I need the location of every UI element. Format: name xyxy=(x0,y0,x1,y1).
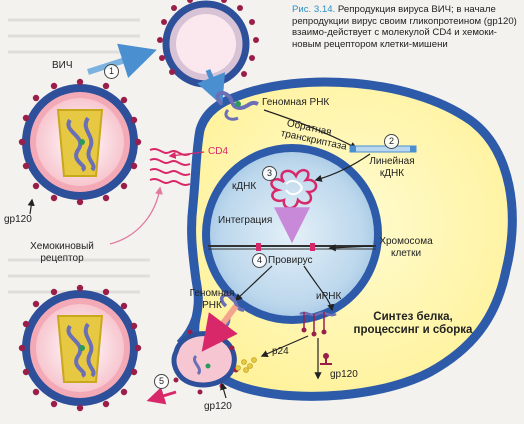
figure-caption: Рис. 3.14. Репродукция вируса ВИЧ; в нач… xyxy=(292,4,520,50)
step-5-marker: 5 xyxy=(154,374,169,389)
label-gp120-left: gp120 xyxy=(4,214,32,225)
label-p24: p24 xyxy=(272,346,289,357)
label-genomic-rna-bottom-2: РНК xyxy=(202,300,222,311)
label-hiv: ВИЧ xyxy=(52,60,73,71)
genomic-rna-entry xyxy=(215,91,259,111)
label-chemokine-2: рецептор xyxy=(40,253,84,264)
figure-number: Рис. 3.14. xyxy=(292,4,336,15)
linear-cdna xyxy=(349,145,417,153)
label-synthesis-1: Синтез белка, xyxy=(373,311,453,323)
step-2-marker: 2 xyxy=(384,134,399,149)
mrna-translation xyxy=(299,311,337,337)
label-gp120-bottom: gp120 xyxy=(204,401,232,412)
label-cd4: CD4 xyxy=(208,146,229,157)
label-chromosome-2: клетки xyxy=(390,248,422,259)
cdna-squiggle xyxy=(270,168,318,210)
label-genomic-rna-top: Геномная РНК xyxy=(262,97,330,108)
label-integration: Интеграция xyxy=(218,215,273,226)
label-provirus: Провирус xyxy=(268,255,313,266)
step-4-marker: 4 xyxy=(252,253,267,268)
mature-virion xyxy=(18,284,142,412)
label-linear-dna-2: кДНК xyxy=(379,168,405,179)
label-chemokine-1: Хемокиновый xyxy=(30,241,94,252)
bound-virion xyxy=(18,78,142,206)
label-cdna: кДНК xyxy=(232,181,257,192)
entering-virion xyxy=(157,0,259,88)
caption-text: Репродукция вируса ВИЧ; в начале репроду… xyxy=(292,4,517,50)
label-mrna: иРНК xyxy=(316,291,342,302)
label-gp120-right: gp120 xyxy=(330,369,358,380)
step-3-marker: 3 xyxy=(262,166,277,181)
label-genomic-rna-bottom-1: Геномная xyxy=(189,288,235,299)
label-chromosome-1: Хромосома xyxy=(379,236,433,247)
step-1-marker: 1 xyxy=(104,64,119,79)
label-linear-dna-1: Линейная xyxy=(369,156,415,167)
label-synthesis-2: процессинг и сборка xyxy=(353,324,473,336)
